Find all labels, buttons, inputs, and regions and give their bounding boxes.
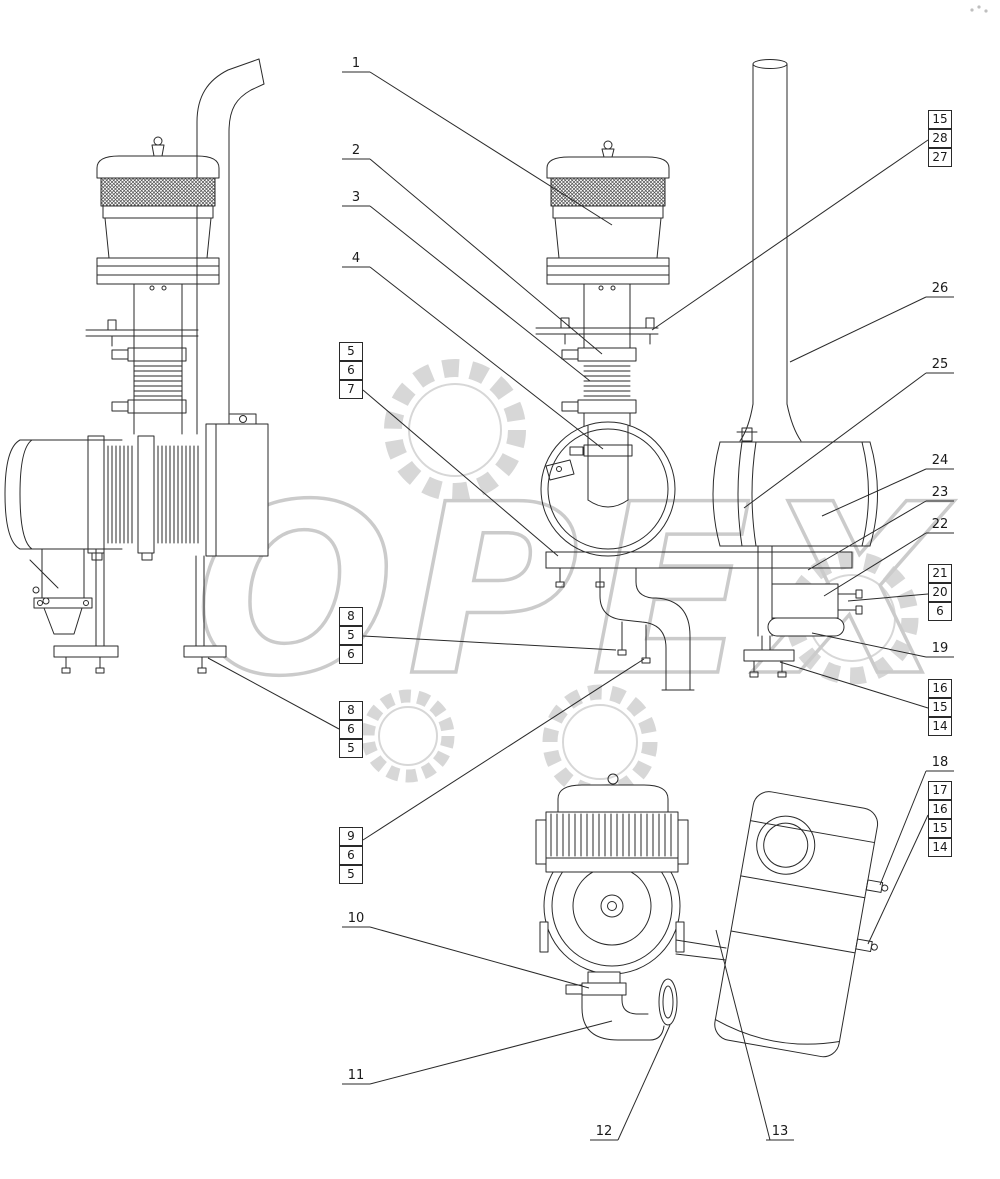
right-muffler-assembly <box>712 59 878 678</box>
callout: 20 <box>928 583 952 602</box>
callout: 22 <box>931 517 949 532</box>
callout: 3 <box>351 190 361 205</box>
callout: 16 <box>928 800 952 819</box>
callout: 4 <box>351 251 361 266</box>
callout: 15 <box>928 698 952 717</box>
bottom-canister-muffler <box>714 791 889 1058</box>
callout: 24 <box>931 453 949 468</box>
callout: 14 <box>928 838 952 857</box>
callout: 6 <box>339 846 363 865</box>
callout: 9 <box>339 827 363 846</box>
callout: 17 <box>928 781 952 800</box>
callout: 6 <box>339 720 363 739</box>
callout: 5 <box>339 342 363 361</box>
callout: 5 <box>339 739 363 758</box>
callout: 6 <box>339 361 363 380</box>
callout: 28 <box>928 129 952 148</box>
corner-mark <box>970 5 988 13</box>
watermark-text: OPEX <box>195 455 957 728</box>
callout: 19 <box>931 641 949 656</box>
callout: 25 <box>931 357 949 372</box>
callout: 26 <box>931 281 949 296</box>
callout-underlines <box>342 71 954 1141</box>
callout: 12 <box>595 1124 613 1139</box>
callout: 5 <box>339 865 363 884</box>
callout: 15 <box>928 819 952 838</box>
callout: 10 <box>347 911 365 926</box>
callout: 14 <box>928 717 952 736</box>
callout: 1 <box>351 56 361 71</box>
callout: 8 <box>339 607 363 626</box>
callout: 6 <box>928 602 952 621</box>
callout: 6 <box>339 645 363 664</box>
center-air-cleaner-assembly <box>535 140 853 691</box>
callout: 15 <box>928 110 952 129</box>
callout: 13 <box>771 1124 789 1139</box>
bottom-engine-assembly <box>535 773 727 1041</box>
leader-lines <box>207 71 929 1141</box>
callout: 8 <box>339 701 363 720</box>
callout: 21 <box>928 564 952 583</box>
callout: 2 <box>351 143 361 158</box>
callout: 16 <box>928 679 952 698</box>
callout: 11 <box>347 1068 365 1083</box>
callout: 18 <box>931 755 949 770</box>
callout: 23 <box>931 485 949 500</box>
callout: 27 <box>928 148 952 167</box>
callout: 5 <box>339 626 363 645</box>
callout: 7 <box>339 380 363 399</box>
watermark: OPEX <box>193 359 957 800</box>
left-air-cleaner-assembly <box>4 58 269 674</box>
